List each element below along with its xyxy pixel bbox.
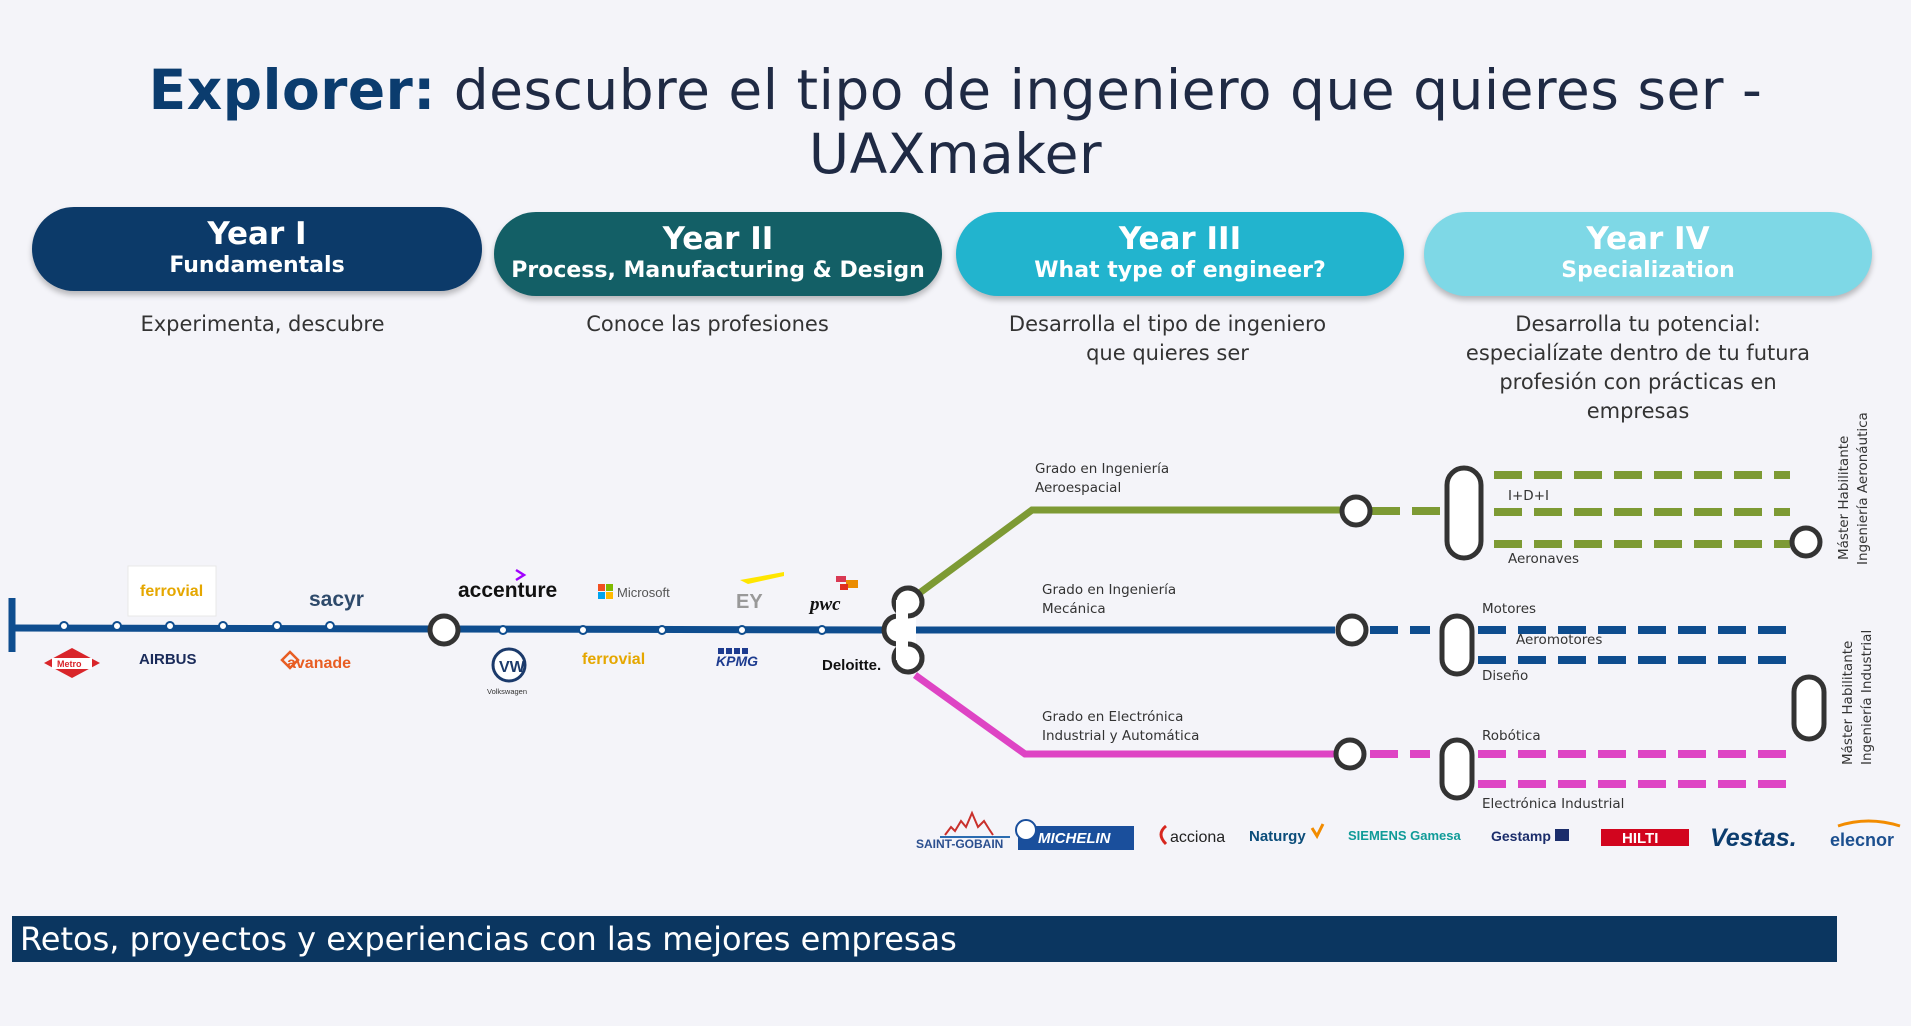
logo-vestas: Vestas. xyxy=(1710,824,1797,852)
branch-diseno: Diseño xyxy=(1482,668,1528,684)
branch-motores: Motores xyxy=(1482,601,1536,617)
trunk-stops xyxy=(59,621,827,635)
aero-branch-interchange xyxy=(1444,465,1484,561)
elec-line-label-1: Grado en Electrónica xyxy=(1042,709,1183,725)
accenture-icon xyxy=(515,568,527,582)
svg-text:Metro: Metro xyxy=(57,659,82,669)
year-3-description: Desarrolla el tipo de ingeniero que quie… xyxy=(1008,312,1327,365)
logo-microsoft: Microsoft xyxy=(617,585,670,600)
master-ind-line1: Máster Habilitante xyxy=(1840,641,1856,765)
year-1-description: Experimenta, descubre xyxy=(140,312,385,336)
branch-aeronaves: Aeronaves xyxy=(1508,551,1579,567)
michelin-icon xyxy=(1015,819,1037,841)
svg-text:VW: VW xyxy=(499,659,526,676)
aero-line-label-1: Grado en Ingeniería xyxy=(1035,461,1169,477)
year-2-label: Year II xyxy=(662,221,774,257)
page-title: Explorer: descubre el tipo de ingeniero … xyxy=(148,58,1763,186)
branch-robotica: Robótica xyxy=(1482,728,1541,744)
ey-icon xyxy=(740,572,784,584)
year-1-label: Year I xyxy=(207,216,307,252)
mech-branch-interchange xyxy=(1439,613,1475,677)
logo-accenture: accenture xyxy=(458,579,557,602)
aero-station-y4 xyxy=(1339,494,1373,528)
naturgy-icon xyxy=(1310,823,1325,840)
logo-volkswagen: Volkswagen xyxy=(487,687,527,696)
year-3-pill: Year III What type of engineer? xyxy=(956,212,1404,296)
saint-gobain-icon xyxy=(940,810,1010,838)
aero-line xyxy=(907,506,1352,603)
branch-idi: I+D+I xyxy=(1508,488,1549,504)
year-2-pill: Year II Process, Manufacturing & Design xyxy=(494,212,942,296)
mech-station-y4 xyxy=(1335,613,1369,647)
year-3-subtitle: What type of engineer? xyxy=(1034,258,1326,283)
aero-master-station xyxy=(1789,525,1823,559)
year-3-label: Year III xyxy=(1118,221,1242,257)
acciona-icon xyxy=(1159,824,1168,846)
master-ind-line2: Ingeniería Industrial xyxy=(1859,630,1875,765)
mech-line-label-1: Grado en Ingeniería xyxy=(1042,582,1176,598)
year-2-subtitle: Process, Manufacturing & Design xyxy=(511,258,925,283)
year-2-description: Conoce las profesiones xyxy=(586,312,829,336)
logo-hilti: HILTI xyxy=(1622,830,1658,847)
logo-ferrovial-1: ferrovial xyxy=(140,583,203,600)
gestamp-icon xyxy=(1555,829,1569,841)
elec-line xyxy=(912,672,1335,758)
elec-line-label-2: Industrial y Automática xyxy=(1042,728,1199,744)
logo-sacyr: sacyr xyxy=(309,588,364,611)
branch-electronica-industrial: Electrónica Industrial xyxy=(1482,796,1624,812)
elec-station-y4 xyxy=(1333,737,1367,771)
year-4-description: Desarrolla tu potencial: especialízate d… xyxy=(1465,312,1811,423)
pwc-icon xyxy=(836,576,858,590)
logo-gestamp: Gestamp xyxy=(1491,828,1551,844)
logo-acciona: acciona xyxy=(1170,829,1225,846)
logo-michelin: MICHELIN xyxy=(1038,830,1112,847)
industrial-master-station xyxy=(1791,674,1827,742)
year-1-pill: Year I Fundamentals xyxy=(32,207,482,291)
bottom-banner: Retos, proyectos y experiencias con las … xyxy=(12,916,1837,962)
microsoft-icon xyxy=(598,584,613,599)
master-aero-line2: Ingeniería Aeronáutica xyxy=(1855,412,1871,565)
logo-avanade: avanade xyxy=(287,655,351,672)
year-4-subtitle: Specialization xyxy=(1561,258,1735,283)
avanade-icon xyxy=(280,650,300,670)
year-2-station xyxy=(427,613,461,647)
logo-naturgy: Naturgy xyxy=(1249,828,1306,845)
year-4-pill: Year IV Specialization xyxy=(1424,212,1872,296)
logo-airbus: AIRBUS xyxy=(139,651,197,668)
logo-elecnor: elecnor xyxy=(1830,830,1894,850)
hilti-box xyxy=(1601,829,1689,846)
elec-branch-interchange xyxy=(1439,737,1475,801)
logo-ey: EY xyxy=(736,591,763,613)
mech-line-label-2: Mecánica xyxy=(1042,601,1106,617)
aero-line-label-2: Aeroespacial xyxy=(1035,480,1121,496)
kpmg-icon xyxy=(718,648,748,654)
branch-aeromotores: Aeromotores xyxy=(1516,632,1602,648)
logo-deloitte: Deloitte. xyxy=(822,657,881,674)
elecnor-icon xyxy=(1837,819,1901,828)
logo-siemens-gamesa: SIEMENS Gamesa xyxy=(1348,828,1461,843)
year-1-subtitle: Fundamentals xyxy=(169,253,345,278)
year-4-label: Year IV xyxy=(1586,221,1710,257)
logo-ferrovial-2: ferrovial xyxy=(582,651,645,668)
master-aero-line1: Máster Habilitante xyxy=(1836,436,1852,560)
michelin-box xyxy=(1018,826,1134,850)
logo-metro: Metro xyxy=(44,648,100,678)
volkswagen-icon: VW xyxy=(491,647,527,683)
logo-saint-gobain: SAINT-GOBAIN xyxy=(916,837,1003,851)
logo-pwc: pwc xyxy=(808,594,841,615)
logo-kpmg: KPMG xyxy=(716,653,758,669)
